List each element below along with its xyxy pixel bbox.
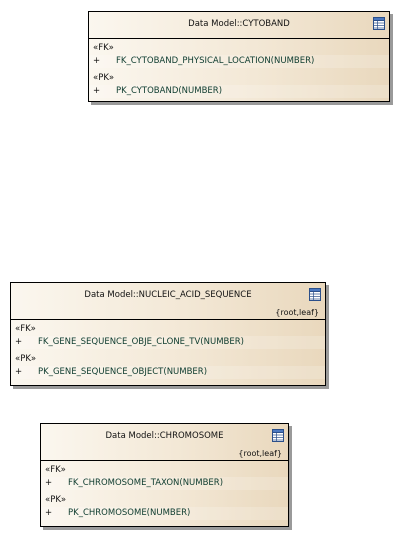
attribute-row[interactable]: + FK_CHROMOSOME_TAXON(NUMBER) [41,477,288,490]
stereotype-pk: «PK» [45,495,67,505]
visibility-marker: + [93,56,101,66]
class-tag: {root,leaf} [275,308,319,317]
visibility-marker: + [15,367,23,377]
attribute-row[interactable]: + FK_GENE_SEQUENCE_OBJE_CLONE_TV(NUMBER) [11,336,325,349]
attribute-name: FK_CHROMOSOME_TAXON(NUMBER) [68,478,224,488]
attribute-compartment: «FK» + FK_CYTOBAND_PHYSICAL_LOCATION(NUM… [89,39,389,98]
attribute-name: FK_CYTOBAND_PHYSICAL_LOCATION(NUMBER) [116,56,315,66]
stereotype-fk: «FK» [45,465,66,475]
class-box-chromosome[interactable]: Data Model::CHROMOSOME {root,leaf} «FK» … [40,423,289,527]
table-icon [272,429,284,442]
class-title: Data Model::CYTOBAND [188,19,290,29]
attribute-name: PK_CHROMOSOME(NUMBER) [68,508,191,518]
attribute-row[interactable]: + PK_GENE_SEQUENCE_OBJECT(NUMBER) [11,366,325,379]
class-header: Data Model::CHROMOSOME {root,leaf} [41,424,288,461]
class-header: Data Model::CYTOBAND [89,12,389,39]
stereotype-pk: «PK» [93,73,115,83]
stereotype-pk: «PK» [15,354,37,364]
attribute-name: PK_CYTOBAND(NUMBER) [116,86,223,96]
visibility-marker: + [45,478,53,488]
class-header: Data Model::NUCLEIC_ACID_SEQUENCE {root,… [11,283,325,320]
attribute-name: PK_GENE_SEQUENCE_OBJECT(NUMBER) [38,367,208,377]
attribute-compartment: «FK» + FK_GENE_SEQUENCE_OBJE_CLONE_TV(NU… [11,320,325,379]
visibility-marker: + [45,508,53,518]
class-box-nucleic-acid-sequence[interactable]: Data Model::NUCLEIC_ACID_SEQUENCE {root,… [10,282,326,386]
visibility-marker: + [93,86,101,96]
stereotype-fk: «FK» [93,43,114,53]
attribute-name: FK_GENE_SEQUENCE_OBJE_CLONE_TV(NUMBER) [38,337,244,347]
class-title: Data Model::CHROMOSOME [105,431,224,441]
attribute-compartment: «FK» + FK_CHROMOSOME_TAXON(NUMBER) «PK» … [41,461,288,520]
attribute-row[interactable]: + PK_CHROMOSOME(NUMBER) [41,507,288,520]
class-box-cytoband[interactable]: Data Model::CYTOBAND «FK» + FK_CYTOBAND_… [88,11,390,102]
class-title: Data Model::NUCLEIC_ACID_SEQUENCE [84,290,252,300]
attribute-row[interactable]: + FK_CYTOBAND_PHYSICAL_LOCATION(NUMBER) [89,55,389,68]
class-tag: {root,leaf} [238,449,282,458]
stereotype-fk: «FK» [15,324,36,334]
table-icon [309,288,321,301]
table-icon [373,17,385,30]
attribute-row[interactable]: + PK_CYTOBAND(NUMBER) [89,85,389,98]
visibility-marker: + [15,337,23,347]
